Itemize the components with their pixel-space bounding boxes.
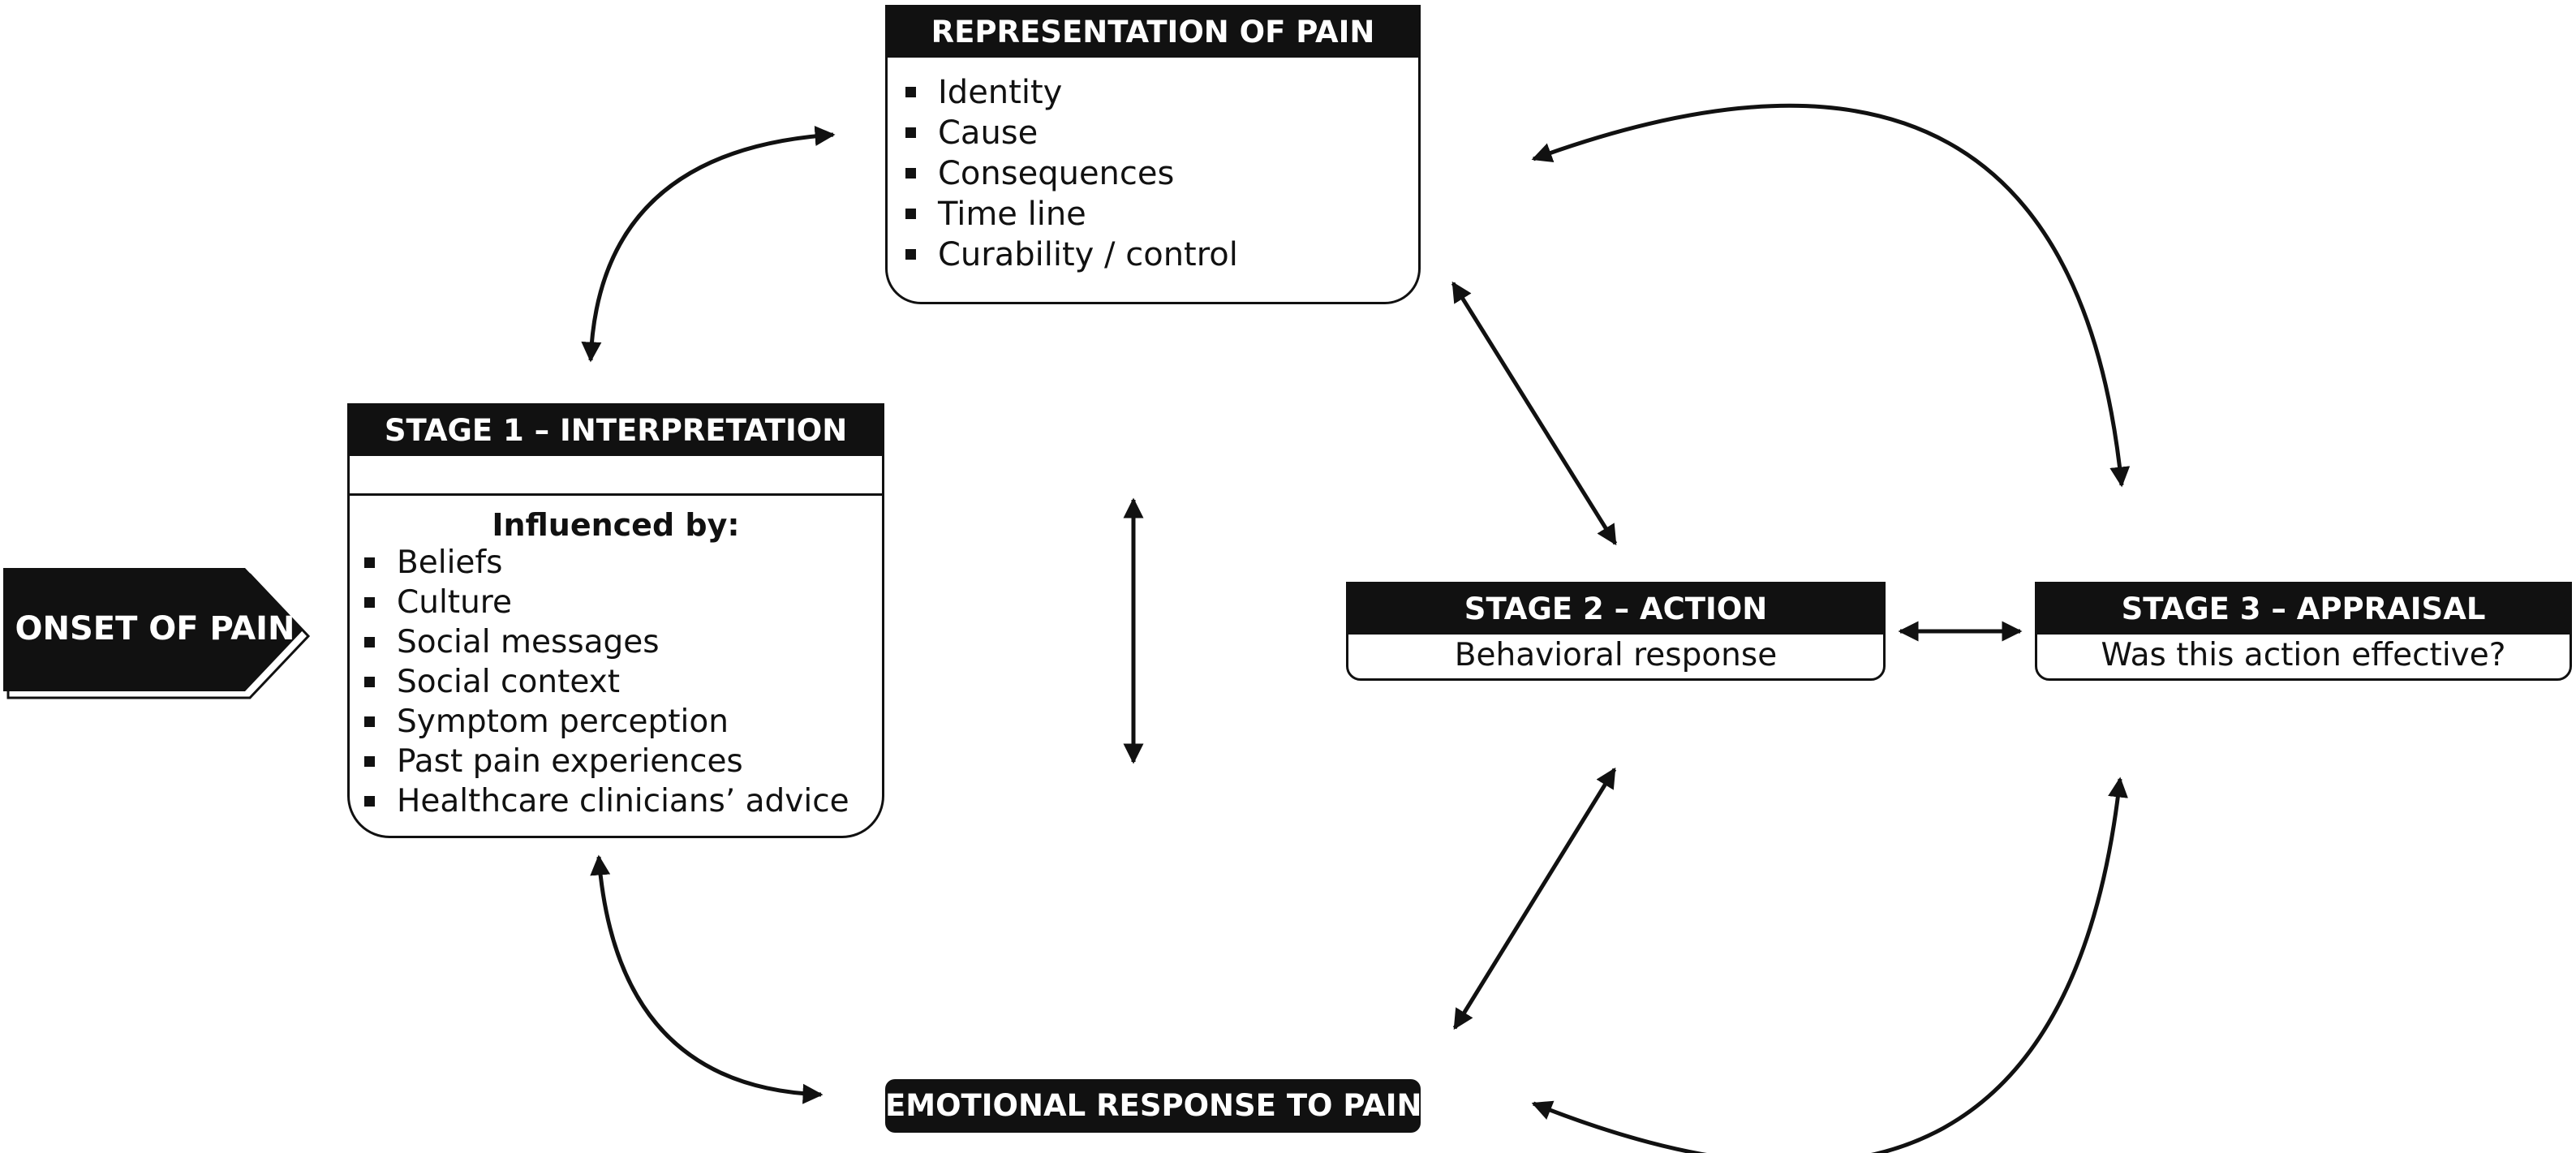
stage1-influences-list: Beliefs Culture Social messages Social c… — [350, 543, 882, 821]
stage1-interpretation-box: STAGE 1 – INTERPRETATION Influenced by: … — [347, 403, 884, 838]
emotional-title: EMOTIONAL RESPONSE TO PAIN — [885, 1088, 1421, 1123]
list-item: Social messages — [364, 622, 882, 662]
stage2-title: STAGE 2 – ACTION — [1348, 584, 1883, 635]
list-item: Past pain experiences — [364, 742, 882, 781]
stage3-title: STAGE 3 – APPRAISAL — [2037, 584, 2570, 635]
emotional-response-box: EMOTIONAL RESPONSE TO PAIN — [885, 1079, 1421, 1133]
list-item: Consequences — [905, 153, 1418, 194]
representation-list: Identity Cause Consequences Time line Cu… — [888, 72, 1418, 275]
stage2-action-box: STAGE 2 – ACTION Behavioral response — [1346, 582, 1886, 681]
arrow-representation-stage2 — [1451, 281, 1618, 546]
stage1-divider — [350, 456, 882, 496]
list-item: Culture — [364, 583, 882, 622]
list-item: Symptom perception — [364, 702, 882, 742]
arrow-representation-stage3 — [1531, 103, 2131, 488]
stage1-title: STAGE 1 – INTERPRETATION — [350, 406, 882, 456]
list-item: Time line — [905, 194, 1418, 234]
list-item: Identity — [905, 72, 1418, 113]
stage3-appraisal-box: STAGE 3 – APPRAISAL Was this action effe… — [2035, 582, 2572, 681]
stage1-subtitle: Influenced by: — [492, 507, 740, 543]
arrow-stage1-emotional — [590, 854, 824, 1104]
arrow-stage1-representation — [581, 126, 836, 363]
list-item: Cause — [905, 113, 1418, 153]
stage3-body: Was this action effective? — [2101, 637, 2506, 673]
stage2-body: Behavioral response — [1454, 637, 1778, 673]
arrow-stage2-emotional — [1452, 767, 1617, 1030]
representation-of-pain-box: REPRESENTATION OF PAIN Identity Cause Co… — [885, 5, 1421, 304]
list-item: Social context — [364, 662, 882, 702]
arrow-emotional-stage3 — [1531, 777, 2128, 1153]
onset-of-pain-label: ONSET OF PAIN — [15, 610, 295, 647]
list-item: Beliefs — [364, 543, 882, 583]
onset-shape — [3, 568, 303, 691]
list-item: Curability / control — [905, 234, 1418, 275]
list-item: Healthcare clinicians’ advice — [364, 781, 882, 821]
representation-title: REPRESENTATION OF PAIN — [888, 7, 1418, 58]
